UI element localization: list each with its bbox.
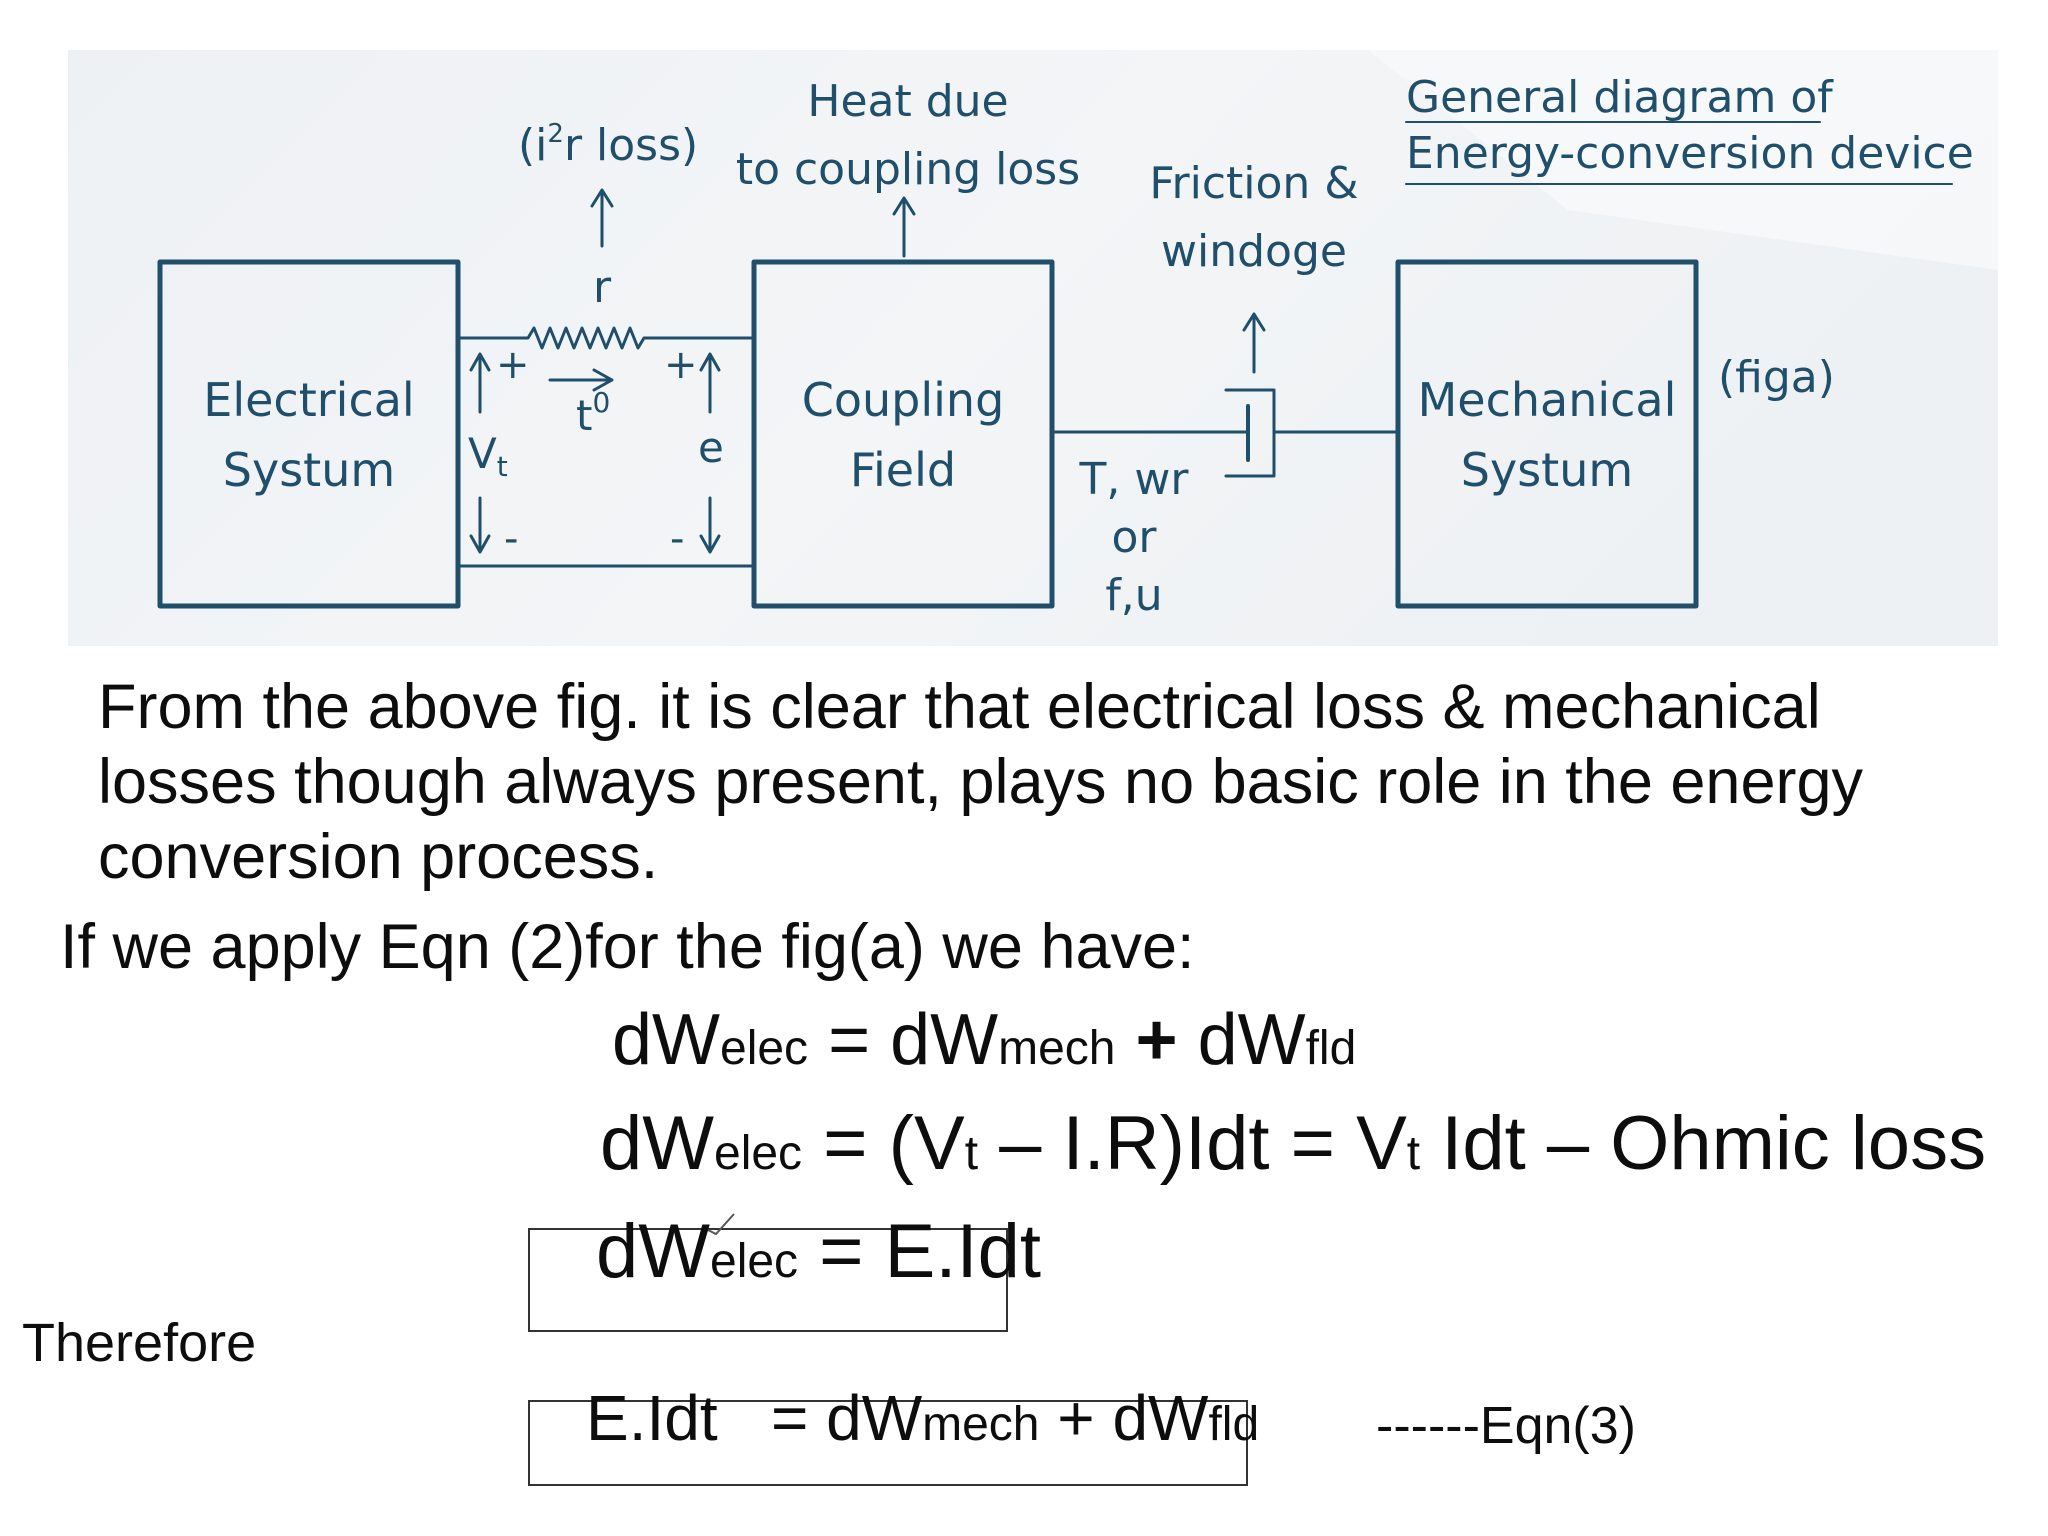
- eq1-fld-sub: fld: [1305, 1022, 1357, 1075]
- resistor-label: r: [593, 262, 612, 313]
- vt-label-main: V: [468, 429, 497, 478]
- eq2-t-sub: t: [964, 1127, 979, 1180]
- electrical-system-box: [157, 259, 461, 609]
- current-label: t0: [576, 386, 610, 440]
- diagram-title-line1: General diagram of: [1406, 72, 1834, 123]
- vt-down-arrowhead: [469, 534, 491, 554]
- eq1-dw-elec: dW: [612, 1000, 720, 1080]
- e-down-arrowhead: [699, 534, 721, 554]
- i2r-loss-part-1: (i: [518, 120, 547, 171]
- i2r-loss-label: (i2r loss): [518, 119, 698, 171]
- eq3-elec-sub: elec: [710, 1235, 799, 1288]
- panel-light-band: [1368, 50, 1998, 270]
- eq1-dw-fld: dW: [1197, 1000, 1306, 1080]
- i2r-loss-superscript: 2: [547, 119, 564, 149]
- eq2-tail: Idt – Ohmic loss: [1420, 1101, 1987, 1186]
- mechanical-system-label-1: Mechanical: [1418, 373, 1677, 427]
- eq2-mid: – I.R)Idt = V: [978, 1101, 1407, 1186]
- electrical-system-label-1: Electrical: [203, 373, 414, 427]
- mechanical-system-box: [1395, 259, 1699, 609]
- vt-plus-sign: +: [496, 342, 530, 388]
- paragraph-line-2: losses though always present, plays no b…: [98, 747, 1864, 817]
- equation-3-result: E.Idt = dWmech + dWfld: [586, 1386, 1259, 1450]
- paragraph-line-1: From the above fig. it is clear that ele…: [98, 672, 1821, 742]
- coupling-field-label-1: Coupling: [802, 373, 1005, 427]
- eq4-dw-fld: + dW: [1039, 1382, 1209, 1454]
- eq1-dw-mech: = dW: [808, 1000, 999, 1080]
- current-label-sup: 0: [592, 386, 610, 419]
- vt-label: Vt: [468, 429, 508, 483]
- torque-label-1: T, wr: [1079, 454, 1190, 505]
- eq1-mech-sub: mech: [998, 1022, 1116, 1075]
- eq4-dw-mech: = dW: [717, 1382, 923, 1454]
- eq1-plus: +: [1115, 1000, 1198, 1080]
- diagram-panel: General diagram of Energy-conversion dev…: [68, 50, 1998, 646]
- equation-4-box: [528, 1400, 1248, 1486]
- coupling-field-box: [751, 259, 1055, 609]
- equation-3-tag: ------Eqn(3): [1376, 1397, 1636, 1455]
- friction-label-2: windoge: [1161, 226, 1347, 277]
- equation-3-box: [528, 1228, 1008, 1332]
- explanation-paragraph: From the above fig. it is clear that ele…: [98, 670, 2028, 895]
- eq2-dw-elec: dW: [600, 1101, 714, 1186]
- friction-label-1: Friction &: [1149, 158, 1358, 209]
- correction-tick: [707, 1213, 735, 1236]
- e-label: e: [698, 423, 724, 472]
- e-up-arrowhead: [699, 352, 721, 372]
- eq2-elec-sub: elec: [714, 1127, 803, 1180]
- electrical-system-label-2: Systum: [223, 443, 395, 497]
- equation-electrical-energy: dWelec = (Vt – I.R)Idt = Vt Idt – Ohmic …: [600, 1106, 1986, 1182]
- heat-label-1: Heat due: [807, 76, 1008, 127]
- figure-label: (figa): [1718, 352, 1835, 403]
- eq3-dw-elec: dW: [596, 1209, 710, 1294]
- vt-label-sub: t: [497, 450, 508, 483]
- heat-label-2: to coupling loss: [736, 144, 1080, 195]
- current-label-main: t: [576, 391, 592, 440]
- eq2-t-sub-2: t: [1406, 1127, 1421, 1180]
- i2r-loss-part-2: r loss): [564, 120, 698, 171]
- friction-arrowhead: [1242, 312, 1266, 332]
- paragraph-line-3: conversion process.: [98, 822, 659, 892]
- resistor-wire: [456, 326, 756, 350]
- vt-minus-sign: -: [504, 516, 518, 562]
- eq4-mech-sub: mech: [922, 1398, 1040, 1451]
- eq4-eidt: E.Idt: [586, 1382, 718, 1454]
- torque-label-3: f,u: [1105, 570, 1162, 621]
- eq1-elec-sub: elec: [720, 1022, 809, 1075]
- vt-up-arrowhead: [469, 352, 491, 372]
- eq3-eidt: = E.Idt: [798, 1209, 1041, 1294]
- diagram-title-line2: Energy-conversion device: [1406, 128, 1974, 179]
- mechanical-system-label-2: Systum: [1461, 443, 1633, 497]
- eq4-fld-sub: fld: [1208, 1398, 1260, 1451]
- equation-energy-balance: dWelec = dWmech + dWfld: [612, 1004, 1356, 1076]
- apply-equation-line: If we apply Eqn (2)for the fig(a) we hav…: [60, 912, 1195, 982]
- torque-label-2: or: [1111, 512, 1157, 563]
- eq2-vt: = (V: [802, 1101, 965, 1186]
- e-minus-sign: -: [670, 516, 684, 562]
- i2r-loss-arrowhead: [590, 188, 614, 208]
- equation-back-emf: dWelec = E.Idt: [596, 1214, 1041, 1290]
- e-plus-sign: +: [664, 342, 698, 388]
- current-arrowhead: [592, 368, 614, 392]
- heat-arrowhead: [892, 196, 916, 216]
- energy-conversion-diagram: General diagram of Energy-conversion dev…: [68, 50, 1998, 646]
- therefore-label: Therefore: [22, 1313, 257, 1373]
- coupling-field-label-2: Field: [850, 443, 956, 497]
